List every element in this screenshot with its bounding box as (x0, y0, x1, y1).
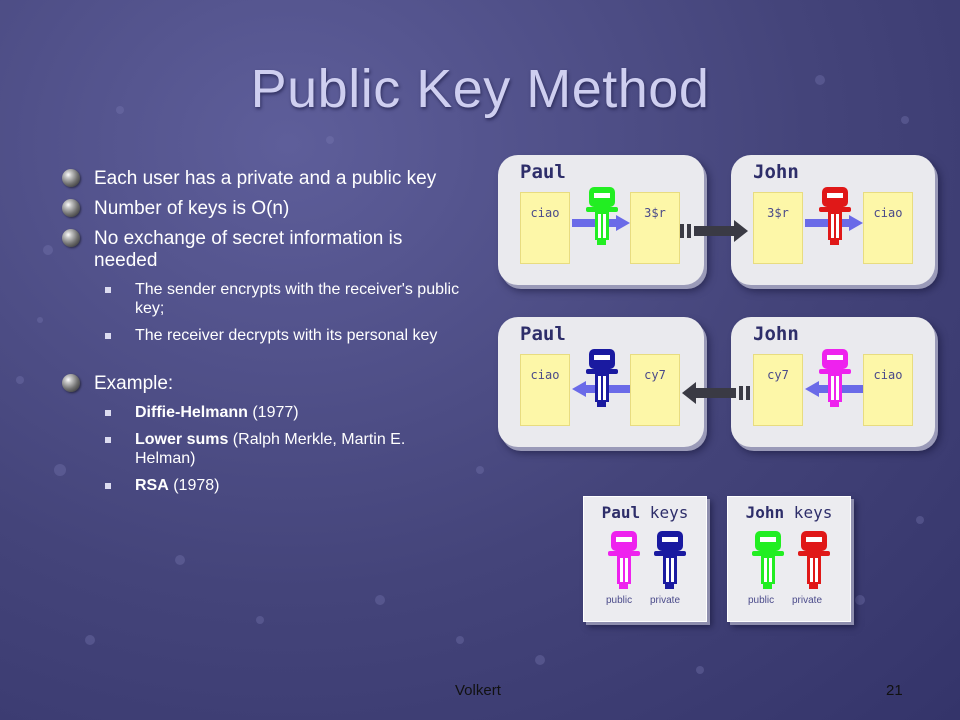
john-encrypt-panel: John cy7 ciao (731, 317, 935, 447)
sub-bullet-text: The receiver decrypts with its personal … (135, 327, 438, 344)
example-detail: (1978) (168, 477, 220, 494)
public-key-icon (608, 531, 640, 589)
square-bullet-icon (105, 437, 111, 443)
transmit-arrow-icon (680, 220, 748, 242)
private-key-label: private (792, 595, 823, 606)
paul-keys-panel: Paul keys public private (583, 496, 707, 622)
private-key-label: private (650, 595, 681, 606)
square-bullet-icon (105, 287, 111, 293)
sub-bullet-item: RSA (1978) (60, 476, 470, 495)
bullet-item: Example: (60, 373, 470, 395)
footer-author: Volkert (455, 682, 501, 699)
square-bullet-icon (105, 483, 111, 489)
panel-name: John (753, 323, 799, 345)
public-key-label: public (606, 595, 633, 606)
bullet-text: Each user has a private and a public key (94, 168, 437, 189)
paul-encrypt-panel: Paul ciao 3$r (498, 155, 704, 285)
sphere-bullet-icon (62, 169, 80, 187)
sub-bullet-item: The sender encrypts with the receiver's … (60, 280, 470, 318)
example-name: Lower sums (135, 431, 229, 448)
transmit-arrow-icon (682, 382, 750, 404)
example-name: Diffie-Helmann (135, 404, 248, 421)
sub-bullet-item: The receiver decrypts with its personal … (60, 326, 470, 345)
sub-bullet-item: Lower sums (Ralph Merkle, Martin E. Helm… (60, 430, 470, 468)
public-key-icon (819, 349, 851, 407)
public-key-icon (752, 531, 784, 589)
example-detail: (Ralph Merkle, Martin E. Helman) (135, 431, 406, 467)
sphere-bullet-icon (62, 229, 80, 247)
ciphertext-box: 3$r (753, 192, 803, 264)
example-label: Example: (94, 373, 174, 394)
panel-name: John (753, 161, 799, 183)
sub-bullet-text: The sender encrypts with the receiver's … (135, 281, 460, 317)
private-key-icon (586, 349, 618, 407)
example-detail: (1977) (247, 404, 299, 421)
bullet-text: No exchange of secret information is nee… (94, 228, 403, 271)
square-bullet-icon (105, 410, 111, 416)
private-key-icon (654, 531, 686, 589)
square-bullet-icon (105, 333, 111, 339)
panel-name: Paul (520, 323, 566, 345)
page-number: 21 (886, 682, 903, 699)
john-keys-panel: John keys public private (727, 496, 851, 622)
bullet-list: Each user has a private and a public key… (60, 168, 470, 501)
plaintext-box: ciao (863, 192, 913, 264)
plaintext-box: ciao (520, 192, 570, 264)
bullet-item: No exchange of secret information is nee… (60, 228, 470, 272)
sphere-bullet-icon (62, 199, 80, 217)
public-key-label: public (748, 595, 775, 606)
example-name: RSA (135, 477, 169, 494)
private-key-icon (798, 531, 830, 589)
arrow-icon (805, 215, 863, 231)
slide-title: Public Key Method (250, 59, 710, 119)
bullet-item: Number of keys is O(n) (60, 198, 470, 220)
keys-title: John keys (745, 503, 833, 522)
ciphertext-box: cy7 (630, 354, 680, 426)
private-key-icon (819, 187, 851, 245)
plaintext-box: ciao (863, 354, 913, 426)
plaintext-box: ciao (520, 354, 570, 426)
ciphertext-box: 3$r (630, 192, 680, 264)
bullet-item: Each user has a private and a public key (60, 168, 470, 190)
keys-title: Paul keys (601, 503, 689, 522)
ciphertext-box: cy7 (753, 354, 803, 426)
arrow-icon (572, 215, 630, 231)
john-decrypt-panel: John 3$r ciao (731, 155, 935, 285)
bullet-text: Number of keys is O(n) (94, 198, 290, 219)
sphere-bullet-icon (62, 374, 80, 392)
paul-decrypt-panel: Paul ciao cy7 (498, 317, 704, 447)
sub-bullet-item: Diffie-Helmann (1977) (60, 403, 470, 422)
panel-name: Paul (520, 161, 566, 183)
public-key-icon (586, 187, 618, 245)
